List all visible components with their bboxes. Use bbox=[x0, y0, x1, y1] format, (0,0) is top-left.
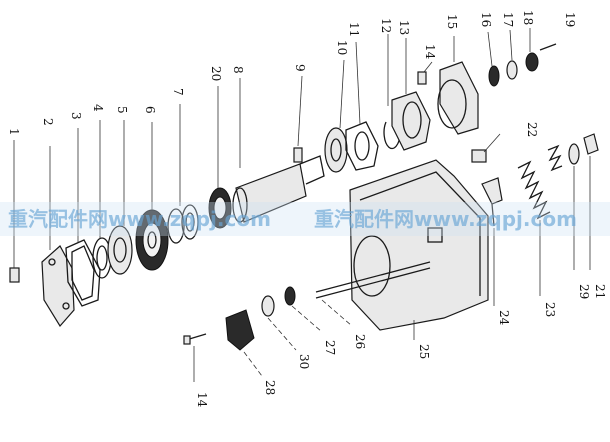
part-23-spring bbox=[517, 144, 563, 220]
callout-7: 7 bbox=[171, 88, 185, 96]
callout-17: 17 bbox=[501, 12, 515, 27]
part-14-pin-lower bbox=[183, 333, 207, 345]
callout-22: 22 bbox=[525, 122, 539, 137]
callout-27: 27 bbox=[323, 340, 337, 355]
callout-12: 12 bbox=[379, 18, 393, 33]
callout-11: 11 bbox=[347, 22, 361, 37]
callout-6: 6 bbox=[143, 106, 157, 114]
callout-20: 20 bbox=[209, 66, 223, 81]
part-29-washer bbox=[568, 143, 580, 165]
callout-23: 23 bbox=[543, 302, 557, 317]
part-11-gasket bbox=[345, 121, 379, 171]
watermark-text-right: 重汽配件网www.zqpj.com bbox=[314, 207, 577, 231]
part-7-rings bbox=[167, 204, 199, 244]
part-16-washer bbox=[488, 65, 500, 87]
part-20-bearing bbox=[208, 187, 232, 229]
part-12-snap-ring bbox=[383, 121, 401, 150]
part-8-shaft bbox=[232, 155, 325, 223]
callout-8: 8 bbox=[231, 66, 245, 74]
part-28-lever bbox=[225, 309, 255, 351]
callout-21: 21 bbox=[593, 284, 607, 299]
part-30-ring bbox=[261, 295, 275, 317]
callout-4: 4 bbox=[91, 104, 105, 112]
leader-lines bbox=[49, 28, 591, 382]
part-27-ring bbox=[284, 286, 296, 306]
callout-labels: 1 2 3 4 5 6 7 20 8 9 10 11 12 13 14 15 1… bbox=[7, 10, 607, 408]
part-24-fork bbox=[481, 177, 503, 227]
watermark-text-left: 重汽配件网www.zqpj.com bbox=[8, 207, 271, 231]
watermark-band bbox=[0, 202, 610, 236]
callout-5: 5 bbox=[115, 106, 129, 114]
part-22-plug bbox=[471, 149, 487, 163]
part-25-main-housing bbox=[349, 159, 489, 331]
callout-13: 13 bbox=[397, 20, 411, 35]
part-5-bearing bbox=[107, 225, 133, 275]
callout-19: 19 bbox=[563, 12, 577, 27]
callout-29: 29 bbox=[577, 284, 591, 299]
part-6-gear bbox=[135, 209, 169, 271]
part-9-key bbox=[293, 147, 303, 163]
part-2-cover-plate bbox=[41, 245, 75, 328]
part-10-bearing bbox=[324, 127, 348, 173]
callout-18: 18 bbox=[521, 10, 535, 25]
callout-9: 9 bbox=[293, 64, 307, 72]
part-13-flange bbox=[391, 91, 431, 151]
callout-24: 24 bbox=[497, 310, 511, 326]
part-1-bolt bbox=[9, 140, 20, 283]
callout-15: 15 bbox=[445, 14, 459, 29]
callout-14a: 14 bbox=[423, 44, 437, 60]
callout-16: 16 bbox=[479, 12, 493, 27]
part-14-bolt-upper bbox=[417, 71, 427, 85]
callout-26: 26 bbox=[353, 334, 367, 349]
callout-25: 25 bbox=[417, 344, 431, 359]
part-26-rod bbox=[315, 261, 431, 299]
callout-1: 1 bbox=[7, 128, 21, 136]
part-21-nut bbox=[583, 133, 599, 155]
callout-10: 10 bbox=[335, 40, 349, 55]
part-15-housing-cap bbox=[437, 61, 479, 135]
part-17-washer bbox=[506, 60, 518, 80]
callout-28: 28 bbox=[263, 380, 277, 395]
callout-14b: 14 bbox=[195, 392, 209, 408]
watermark: 重汽配件网www.zqpj.com 重汽配件网www.zqpj.com bbox=[0, 202, 610, 236]
callout-3: 3 bbox=[69, 112, 83, 120]
callout-2: 2 bbox=[41, 118, 55, 126]
part-3-gasket bbox=[65, 239, 101, 307]
part-18-nut bbox=[525, 52, 539, 72]
callout-30: 30 bbox=[297, 354, 311, 369]
part-19-stud bbox=[539, 43, 557, 51]
